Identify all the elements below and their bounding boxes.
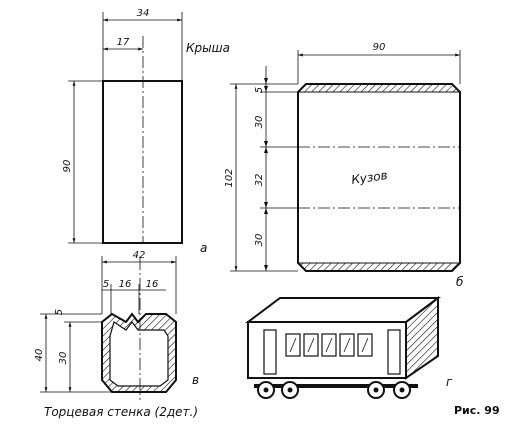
dim-34: 34 xyxy=(137,8,150,19)
car-windows xyxy=(285,333,373,357)
panel-b-body: 90 102 5 30 32 30 Кузов б xyxy=(224,42,464,289)
end-wall-window xyxy=(109,321,169,387)
dim-42: 42 xyxy=(133,250,146,261)
dim-17: 17 xyxy=(117,37,130,48)
body-bottom-strip xyxy=(296,262,462,272)
panel-letter-b: б xyxy=(456,275,464,289)
dim-16-end-wall-right: 16 xyxy=(146,279,159,290)
roof-title: Крыша xyxy=(186,41,230,55)
dim-90-horizontal: 90 xyxy=(373,42,386,53)
body-top-strip xyxy=(296,83,462,93)
dim-32-body: 32 xyxy=(254,174,265,187)
car-door-left xyxy=(263,329,277,375)
body-title: Кузов xyxy=(350,168,388,187)
panel-v-end-wall: 42 5 16 16 40 30 5 в Торцевая стенка (2д… xyxy=(34,250,199,419)
panel-letter-a: а xyxy=(200,241,207,255)
car-door-right xyxy=(387,329,401,375)
panel-a-roof: 34 17 90 Крыша а xyxy=(62,8,230,255)
dim-102: 102 xyxy=(224,168,235,187)
car-wheels xyxy=(257,381,411,399)
roof-outline xyxy=(102,80,183,244)
panel-letter-v: в xyxy=(192,373,199,387)
figure-label: Рис. 99 xyxy=(454,404,500,417)
panel-g-assembled-car: г xyxy=(245,296,453,399)
dim-90-vertical: 90 xyxy=(62,160,73,173)
dim-5-end-wall-top: 5 xyxy=(103,279,109,290)
dim-5-end-wall-left: 5 xyxy=(54,309,65,315)
panel-letter-g: г xyxy=(446,375,453,389)
dim-30-end-wall: 30 xyxy=(58,352,69,365)
dim-30-body-upper: 30 xyxy=(254,116,265,129)
dim-5-body: 5 xyxy=(254,87,265,93)
dim-30-body-lower: 30 xyxy=(254,234,265,247)
dim-40: 40 xyxy=(34,349,45,362)
dim-16-end-wall-left: 16 xyxy=(119,279,132,290)
end-wall-caption: Торцевая стенка (2дет.) xyxy=(44,405,198,419)
